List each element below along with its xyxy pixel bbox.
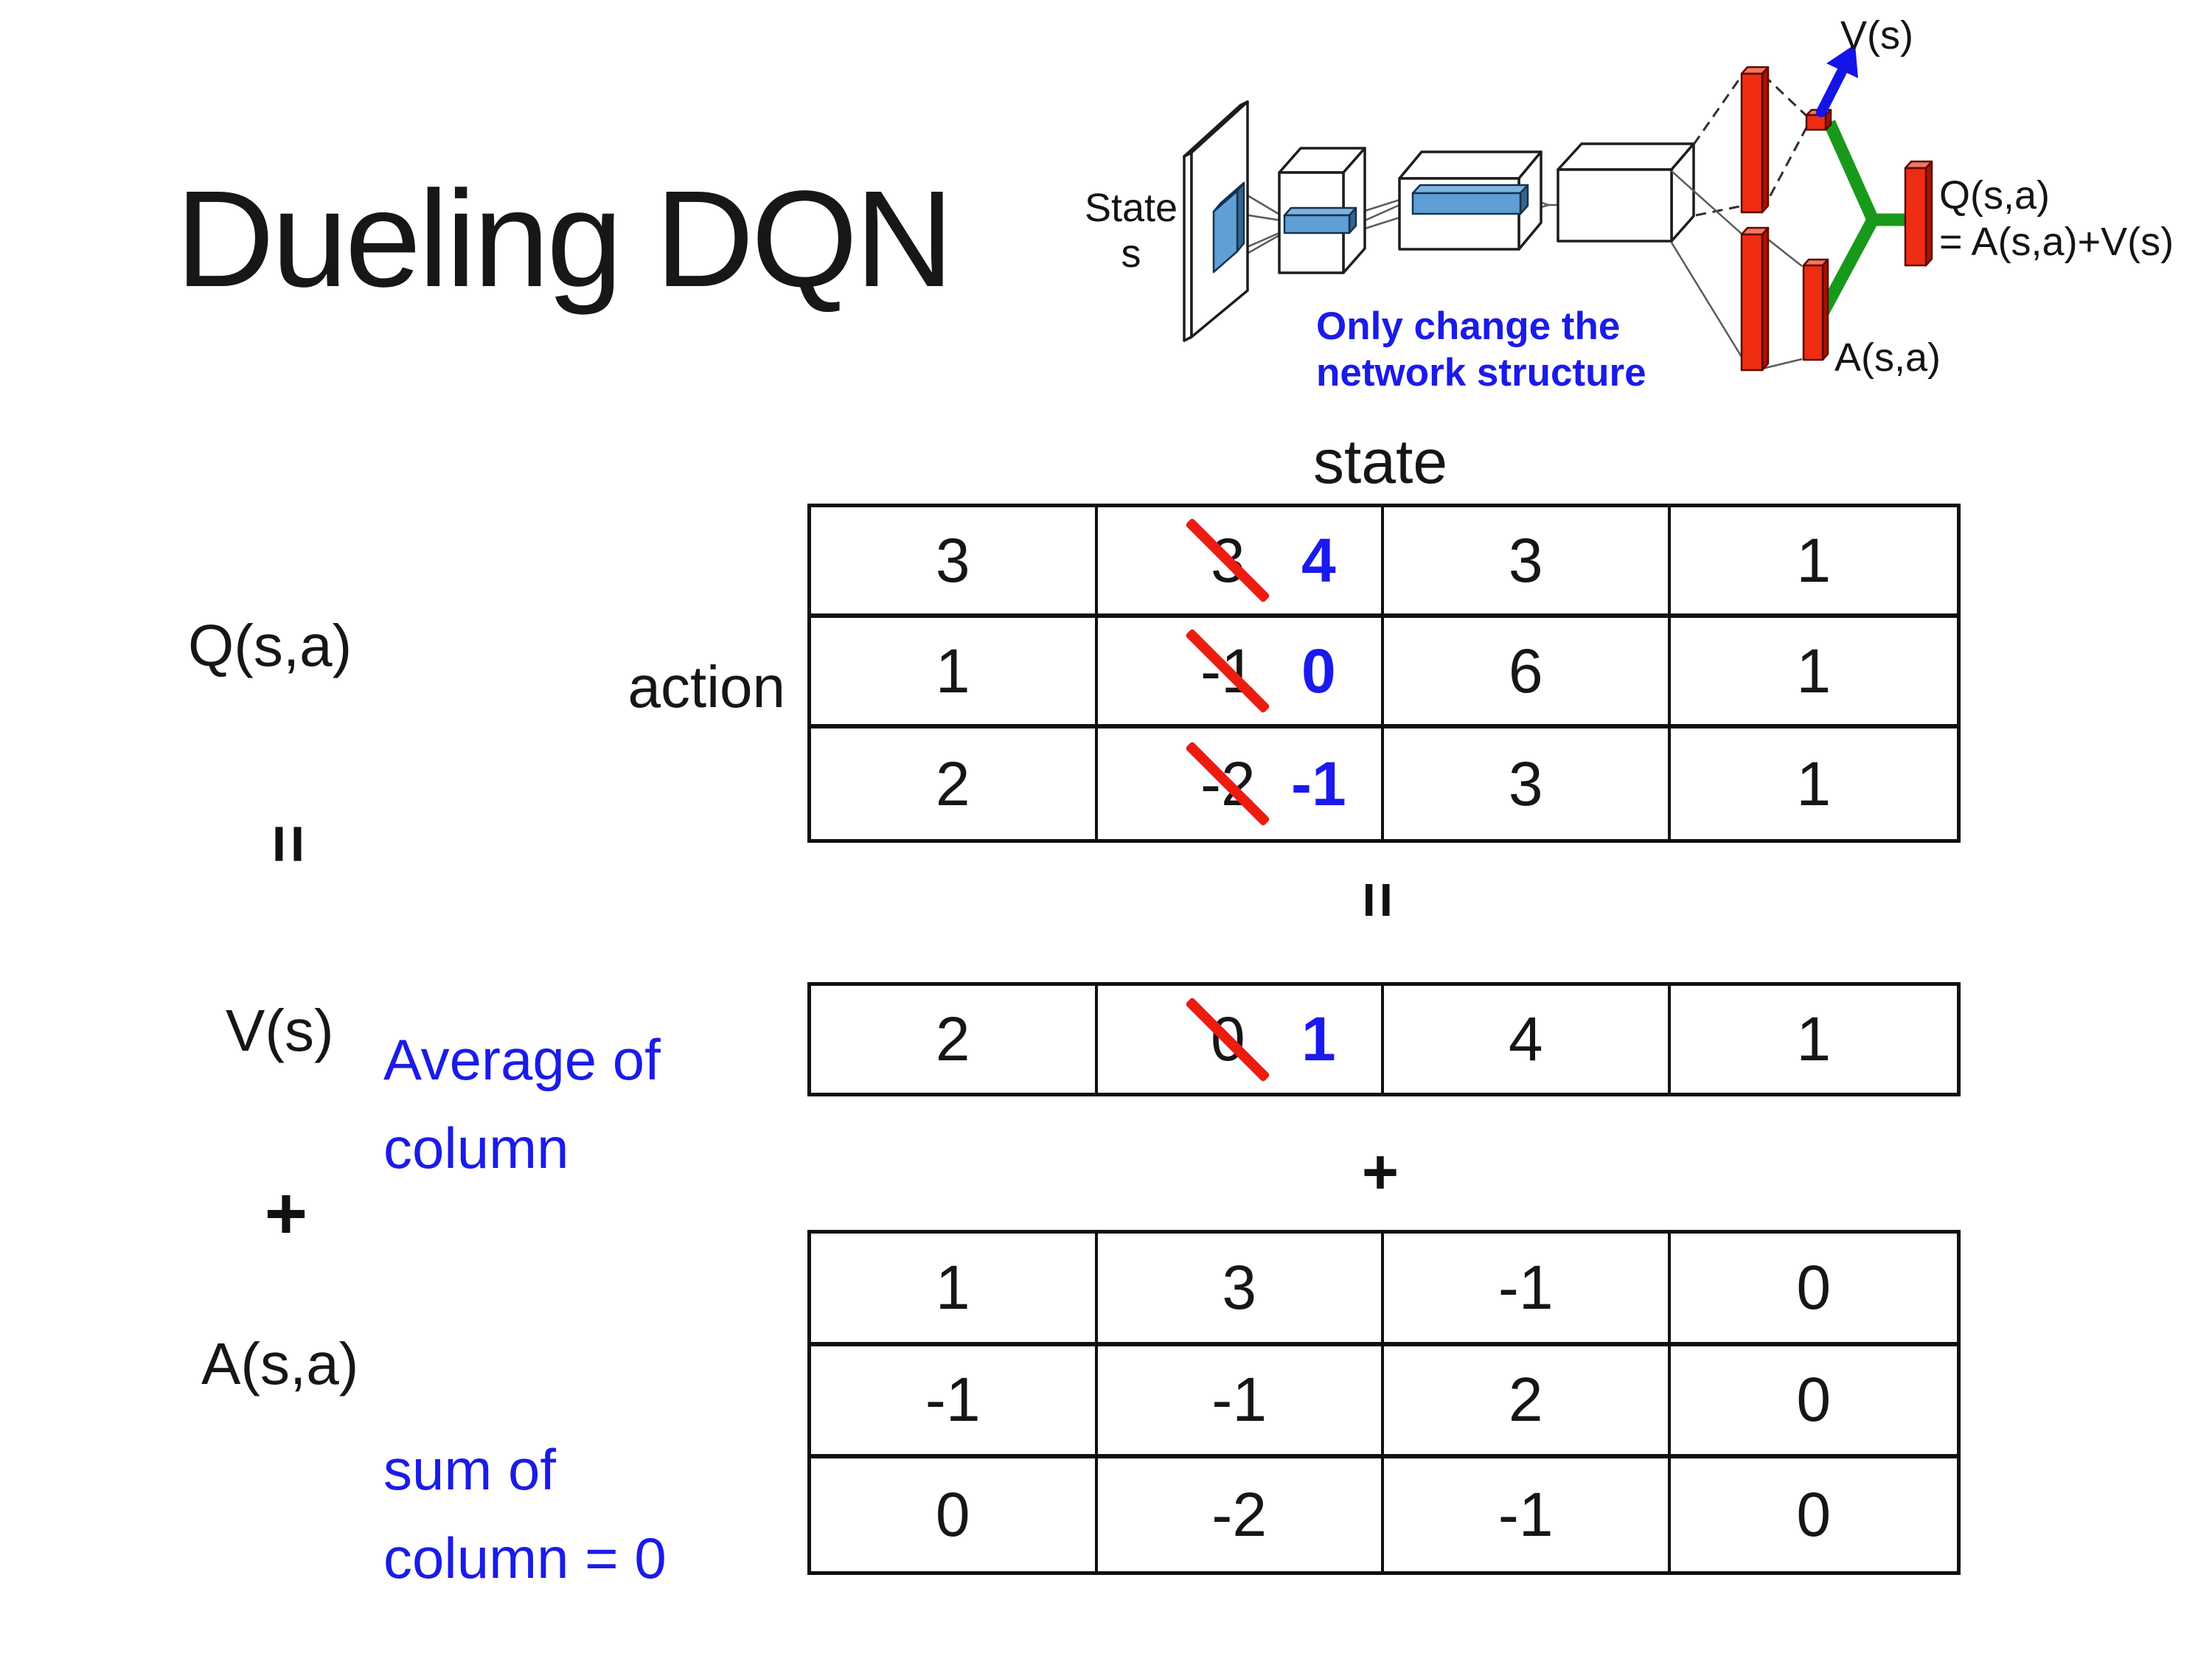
value-arrow [1816, 44, 1858, 117]
new-value: 0 [1301, 636, 1336, 706]
sum-note-line1: sum of [383, 1437, 557, 1502]
matrix-cell: -1 [1384, 1234, 1671, 1346]
matrix-cell-corrected: 3 4 [1097, 507, 1384, 618]
matrix-cell: 0 [1670, 1346, 1957, 1459]
action-header: action [627, 654, 785, 720]
v-output-label: V(s) [1840, 13, 1913, 58]
matrix-cell: 3 [1384, 507, 1671, 618]
matrix-cell: 4 [1384, 986, 1671, 1093]
plus-center: + [1361, 1136, 1399, 1208]
plus-left: + [264, 1172, 308, 1255]
matrix-cell: 3 [1384, 728, 1671, 839]
q-output-bar [1904, 160, 1933, 267]
sum-note-line2: column = 0 [383, 1526, 667, 1590]
state-label-line2: s [1121, 232, 1141, 276]
matrix-cell: 0 [811, 1458, 1098, 1571]
conv-feature-2 [1411, 184, 1529, 215]
advantage-bar [1802, 258, 1829, 361]
conv-filter [1212, 181, 1245, 274]
a-matrix: 1 3 -1 0 -1 -1 2 0 0 -2 -1 0 [807, 1230, 1961, 1575]
matrix-cell: 2 [811, 728, 1098, 839]
matrix-cell: 0 [1796, 1480, 1832, 1550]
network-note-line1: Only change the [1316, 305, 1620, 348]
v-equation-label: V(s) [226, 998, 334, 1063]
state-label-line1: State [1085, 186, 1178, 230]
conv-box-3 [1557, 142, 1695, 243]
matrix-cell: 3 [811, 507, 1098, 618]
q-matrix: 3 3 4 3 1 1 -1 0 6 1 2 -2 -1 3 1 [807, 504, 1961, 843]
average-note-line1: Average of [383, 1027, 661, 1092]
v-matrix: 2 0 1 4 1 [807, 982, 1961, 1096]
fc-bar-bottom [1740, 226, 1770, 372]
matrix-cell: 0 [1670, 1234, 1957, 1346]
matrix-cell-corrected: -1 0 [1097, 618, 1384, 728]
matrix-cell: -1 [811, 1346, 1098, 1459]
slide-title: Dueling DQN [175, 163, 954, 316]
matrix-cell: -1 [1097, 1346, 1384, 1459]
network-note-line2: network structure [1316, 351, 1646, 394]
new-value: -1 [1291, 748, 1346, 818]
matrix-cell: 6 [1384, 618, 1671, 728]
a-output-label: A(s,a) [1834, 335, 1941, 380]
matrix-cell: 1 [1670, 507, 1957, 618]
matrix-cell: 1 [811, 1234, 1098, 1346]
new-value: 1 [1301, 1004, 1336, 1074]
matrix-cell: 1 [1796, 1004, 1832, 1074]
matrix-cell: 3 [1097, 1234, 1384, 1346]
equals-center: = [1342, 880, 1413, 919]
conv-feature-1 [1283, 206, 1357, 234]
matrix-cell: 1 [1670, 618, 1957, 728]
matrix-cell: 1 [1796, 748, 1832, 818]
matrix-cell: -2 [1098, 1458, 1384, 1571]
matrix-cell: 2 [811, 986, 1098, 1093]
matrix-cell: 1 [811, 618, 1098, 728]
q-equation-label: Q(s,a) [188, 613, 352, 678]
matrix-cell-corrected: -2 -1 [1098, 728, 1384, 839]
matrix-cell: -1 [1384, 1458, 1671, 1571]
a-equation-label: A(s,a) [201, 1331, 359, 1397]
network-diagram: State s V(s) Q(s,a) = A(s,a)+V(s) A(s,a)… [1085, 13, 2174, 394]
q-output-label: Q(s,a) [1939, 173, 2050, 218]
merge-y-connector [1814, 119, 1910, 322]
state-header: state [1312, 427, 1448, 496]
value-node [1805, 108, 1832, 131]
matrix-cell: 2 [1384, 1346, 1671, 1459]
projection-lines [1670, 73, 1808, 370]
new-value: 4 [1301, 525, 1336, 595]
matrix-cell-corrected: 0 1 [1098, 986, 1384, 1093]
equals-left: = [251, 824, 327, 863]
q-output-formula: = A(s,a)+V(s) [1939, 220, 2174, 264]
fc-bar-top [1740, 66, 1770, 214]
average-note-line2: column [383, 1116, 569, 1180]
